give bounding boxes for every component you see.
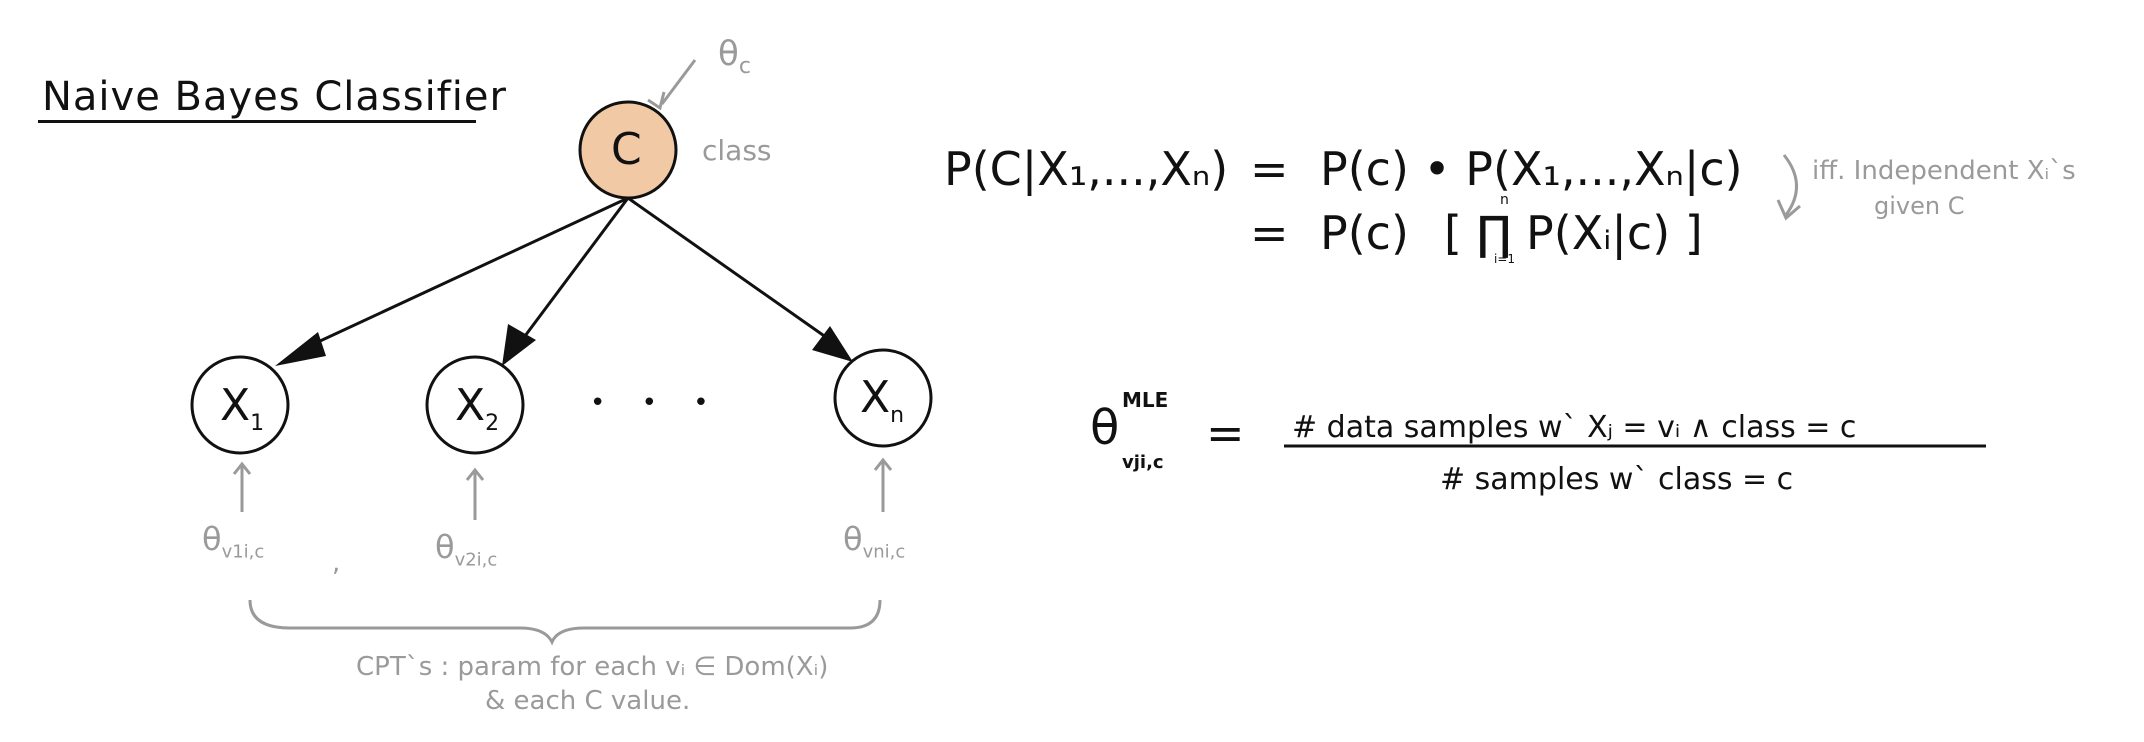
xn-sub: n	[890, 402, 905, 428]
cpt-brace	[248, 599, 882, 646]
eq1-line2-rhs-b: [ ∏ P(Xᵢ|c) ]	[1444, 206, 1703, 260]
cpt-param-x2-theta: θ	[435, 528, 455, 566]
x1-node-label: X1	[220, 380, 264, 436]
cpt-note-line2: & each C value.	[485, 686, 691, 716]
eq1-prod-top: n	[1500, 192, 1509, 208]
independence-note-line1: iff. Independent Xᵢ`s	[1812, 156, 2076, 186]
xn-node-label: Xn	[860, 372, 904, 428]
cpt-param-x1: θv1i,c	[202, 520, 264, 562]
edge-c-x1-arrowhead	[275, 332, 326, 366]
x2-node	[425, 355, 525, 455]
cpt-param-x1-theta: θ	[202, 520, 222, 558]
x2-sub: 2	[485, 410, 500, 436]
mle-sup: MLE	[1122, 388, 1169, 412]
independence-note-arrowhead	[1776, 199, 1801, 221]
independence-note-line2: given C	[1874, 192, 1965, 220]
class-param-label: θc	[718, 34, 751, 79]
edge-c-x2-arrowhead	[502, 324, 536, 366]
cpt-param-xn-sub: vni,c	[862, 541, 906, 563]
edge-c-x2	[520, 197, 630, 341]
eq1-line1-equals: =	[1250, 142, 1289, 196]
eq1-line1-lhs: P(C|X₁,...,Xₙ)	[944, 142, 1229, 196]
diagram-title: Naive Bayes Classifier	[42, 74, 507, 120]
mle-sub: vji,c	[1122, 452, 1164, 473]
cpt-param-xn: θvni,c	[843, 520, 905, 562]
eq1-line2-equals: =	[1250, 206, 1289, 260]
class-label: class	[702, 134, 772, 167]
xn-label: X	[860, 372, 891, 423]
cpt-note-line1: CPT`s : param for each vᵢ ∈ Dom(Xᵢ)	[356, 652, 829, 682]
mle-numerator: # data samples w` Xⱼ = vᵢ ∧ class = c	[1292, 410, 1857, 445]
nodes-ellipsis: • • •	[590, 388, 723, 418]
mle-lhs: θ	[1090, 400, 1119, 456]
mle-theta: θ	[1090, 400, 1120, 456]
edge-c-xn	[627, 196, 831, 342]
x1-node	[190, 355, 290, 455]
cpt-param-x1-sub: v1i,c	[221, 541, 265, 563]
eq1-line1-rhs: P(c) • P(X₁,...,Xₙ|c)	[1320, 142, 1743, 196]
x1-label: X	[220, 380, 251, 431]
cpt-param-x2-sub: v2i,c	[454, 549, 498, 571]
x2-label: X	[455, 380, 486, 431]
x2-param-arrowhead	[465, 467, 485, 481]
class-param-arrowhead	[647, 91, 666, 111]
x2-node-label: X2	[455, 380, 499, 436]
cpt-params-comma: ,	[332, 548, 341, 578]
title-underline	[38, 120, 476, 123]
cpt-param-x2: θv2i,c	[435, 528, 497, 570]
class-param-sub: c	[738, 53, 751, 79]
class-param-theta: θ	[718, 34, 739, 74]
xn-param-arrowhead	[873, 457, 893, 471]
eq1-prod-bottom: i=1	[1494, 252, 1516, 266]
x1-param-arrowhead	[232, 461, 252, 475]
independence-note-arrow	[1782, 154, 1798, 216]
xn-node	[833, 348, 933, 448]
edge-c-x1	[304, 196, 629, 350]
eq1-line2-rhs-a: P(c)	[1320, 206, 1409, 260]
cpt-param-xn-theta: θ	[843, 520, 863, 558]
class-node-label: C	[611, 124, 642, 175]
mle-equals: =	[1206, 406, 1245, 460]
x1-sub: 1	[250, 410, 265, 436]
edge-c-xn-arrowhead	[812, 326, 853, 362]
class-param-arrow	[660, 59, 697, 105]
mle-denominator: # samples w` class = c	[1440, 462, 1794, 497]
